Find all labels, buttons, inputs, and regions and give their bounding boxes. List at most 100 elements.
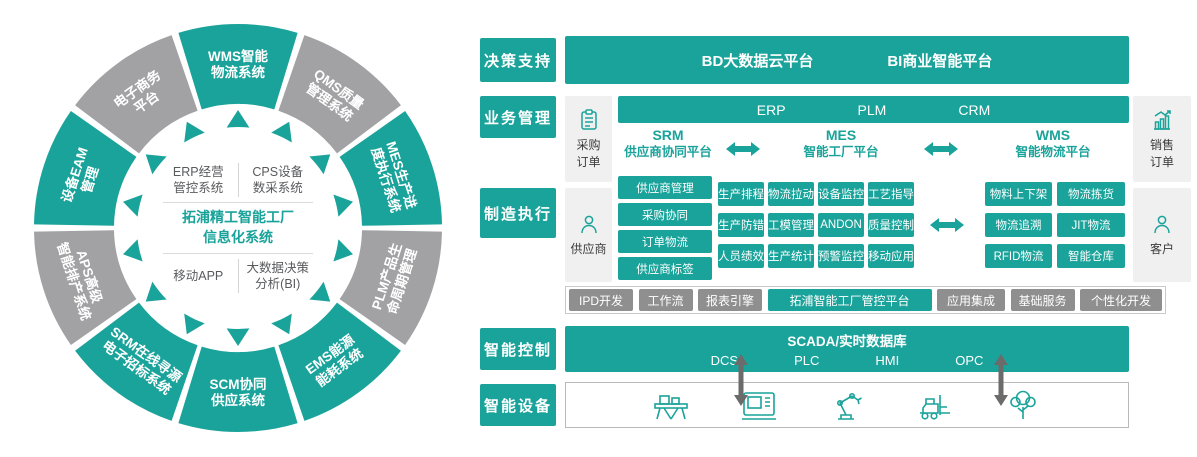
hmi-label: HMI xyxy=(875,353,900,368)
row-label-decision-support: 决策支持 xyxy=(480,38,556,82)
gear-spike xyxy=(184,313,205,335)
wheel-segment-scm xyxy=(178,346,298,433)
dcs-label: DCS xyxy=(710,353,739,368)
gear-spike xyxy=(333,239,353,262)
erp-label: ERP xyxy=(756,101,786,118)
wheel-inner-circle xyxy=(137,127,339,329)
wheel-segment-mes xyxy=(339,111,442,226)
gear-spike xyxy=(145,154,167,175)
exec-box: 智能仓库 xyxy=(1057,244,1125,268)
double-arrow-icon xyxy=(930,218,964,232)
cps-center-label: CPS设备 数采系统 xyxy=(252,164,304,196)
purchase-order-label: 采购 订单 xyxy=(576,138,601,169)
robot-arm-icon xyxy=(837,393,862,420)
exec-box: 生产统计 xyxy=(768,244,814,268)
middleware-box-integration: 应用集成 xyxy=(937,289,1005,311)
customer-person-icon xyxy=(1154,216,1170,234)
scada-block: SCADA/实时数据库 DCS PLC HMI OPC xyxy=(565,326,1129,372)
wheel-center-top-row: ERP经营 管控系统 CPS设备 数采系统 xyxy=(159,162,317,198)
middleware-box-base-service: 基础服务 xyxy=(1010,289,1075,311)
control-items: DCS PLC HMI OPC xyxy=(711,353,984,368)
exec-box-purchase-collab: 采购协同 xyxy=(618,203,712,226)
exec-box: 工模管理 xyxy=(768,213,814,237)
supplier-person-icon xyxy=(580,216,597,234)
customer-box: 客户 xyxy=(1133,188,1191,282)
gear-spike xyxy=(309,154,331,175)
plc-label: PLC xyxy=(794,353,820,368)
wheel-center-bottom-row: 移动APP 大数据决策 分析(BI) xyxy=(159,258,317,294)
opc-label: OPC xyxy=(955,353,984,368)
cnc-machine-icon xyxy=(742,392,776,420)
exec-box: 生产排程 xyxy=(718,182,764,206)
wheel-segment-label-wms: WMS智能物流系统 xyxy=(208,48,268,80)
wms-platform-title: WMS 智能物流平台 xyxy=(1015,127,1091,159)
exec-box: 预警监控 xyxy=(818,244,864,268)
exec-box: 质量控制 xyxy=(868,213,914,237)
middleware-box-workflow: 工作流 xyxy=(638,289,693,311)
exec-box: 人员绩效 xyxy=(718,244,764,268)
customer-label: 客户 xyxy=(1149,242,1174,257)
equipment-box xyxy=(565,382,1129,428)
gear-spike xyxy=(333,194,353,217)
exec-box-supplier-mgmt: 供应商管理 xyxy=(618,176,712,199)
bi-platform-label: BI商业智能平台 xyxy=(887,52,993,70)
exec-box: 工艺指导 xyxy=(868,182,914,206)
row-label-manufacturing-execution: 制造执行 xyxy=(480,188,556,238)
sales-order-label: 销售 订单 xyxy=(1149,138,1174,169)
clipboard-icon xyxy=(580,109,597,131)
crm-label: CRM xyxy=(958,101,991,118)
exec-box: 生产防错 xyxy=(718,213,764,237)
gear-spike xyxy=(184,121,205,143)
exec-box: 移动应用 xyxy=(868,244,914,268)
exec-box: JIT物流 xyxy=(1057,213,1125,237)
workbench-icon xyxy=(654,395,688,420)
wheel-center: ERP经营 管控系统 CPS设备 数采系统 拓浦精工智能工厂 信息化系统 移动A… xyxy=(138,128,338,328)
exec-box: 物流拣货 xyxy=(1057,182,1125,206)
wheel-segment-srm xyxy=(75,302,198,421)
purchase-order-box: 采购 订单 xyxy=(565,96,612,182)
mobile-app-label: 移动APP xyxy=(159,258,239,294)
exec-box: 物流追溯 xyxy=(985,213,1052,237)
tree-icon xyxy=(1010,390,1036,419)
exec-box: 物流拉动 xyxy=(768,182,814,206)
wheel-title: 拓浦精工智能工厂 信息化系统 xyxy=(182,209,294,245)
exec-box: 设备监控 xyxy=(818,182,864,206)
wheel-segment-label-scm: SCM协同供应系统 xyxy=(210,376,267,408)
vertical-double-arrow-icon xyxy=(734,354,748,406)
row-label-business-management: 业务管理 xyxy=(480,96,556,138)
wheel-segment-ecommerce xyxy=(75,35,198,154)
supplier-label: 供应商 xyxy=(570,242,607,257)
exec-box-order-logistics: 订单物流 xyxy=(618,230,712,253)
architecture-stack: 决策支持 业务管理 制造执行 智能控制 智能设备 BD大数据云平台 BI商业智能… xyxy=(478,0,1197,457)
wheel-segment-eam xyxy=(34,111,137,226)
wheel-segment-wms xyxy=(178,23,298,110)
sales-chart-icon xyxy=(1154,110,1171,131)
scada-title: SCADA/实时数据库 xyxy=(787,334,907,349)
row-label-intelligent-equipment: 智能设备 xyxy=(480,384,556,426)
exec-box: ANDON xyxy=(818,213,864,237)
gear-spike xyxy=(145,281,167,302)
wheel-segment-qms xyxy=(278,35,401,154)
erp-center-label: ERP经营 管控系统 xyxy=(159,162,239,198)
middleware-box-report: 报表引擎 xyxy=(698,289,762,311)
forklift-icon xyxy=(920,395,950,420)
row-label-intelligent-control: 智能控制 xyxy=(480,328,556,370)
double-arrow-icon xyxy=(726,142,760,156)
bigdata-bi-label: 大数据决策 分析(BI) xyxy=(246,260,309,291)
gear-spike xyxy=(123,239,143,262)
wheel-segment-plm xyxy=(339,230,442,345)
gear-spike xyxy=(226,110,250,128)
divider xyxy=(163,252,313,254)
bd-cloud-platform-label: BD大数据云平台 xyxy=(701,52,814,70)
gear-spike xyxy=(271,121,292,143)
exec-box: 物料上下架 xyxy=(985,182,1052,206)
gear-spike xyxy=(123,194,143,217)
middleware-box-core-platform: 拓浦智能工厂管控平台 xyxy=(767,289,932,311)
double-arrow-icon xyxy=(924,142,958,156)
vertical-double-arrow-icon xyxy=(994,354,1008,406)
gear-spike xyxy=(271,313,292,335)
divider xyxy=(163,202,313,204)
plm-label: PLM xyxy=(857,101,887,118)
